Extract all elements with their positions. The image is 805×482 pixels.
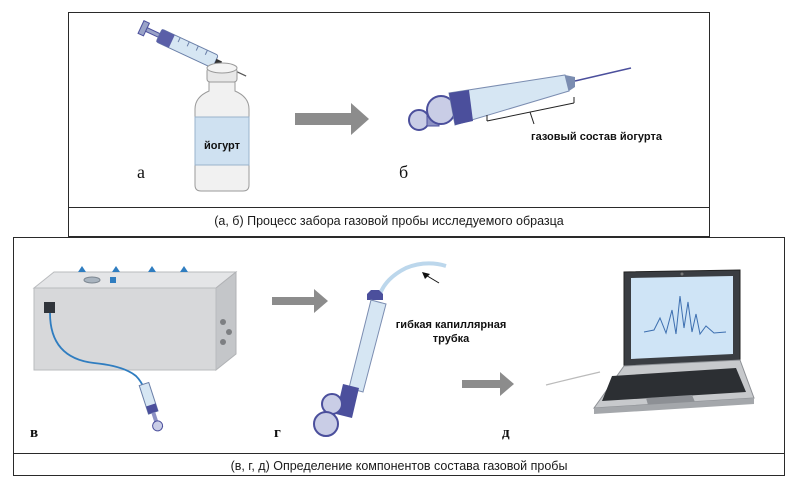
spectrum-graph-icon [643, 295, 727, 336]
analysis-illustration: в гибкая капиллярная трубка г д [30, 261, 755, 441]
arrow-right-icon [462, 372, 514, 396]
syringe-annotation: газовый состав йогурта [531, 131, 663, 143]
pointer-arrowhead [422, 272, 430, 279]
analysis-panel: в гибкая капиллярная трубка г д [13, 237, 785, 476]
laptop-cable-line [545, 371, 601, 386]
yogurt-bottle-icon [194, 62, 250, 192]
sampling-panel: йогурт а газовый состав йогурта б (а, б)… [68, 12, 710, 237]
laptop-icon [592, 269, 755, 414]
vertical-syringe-icon [313, 290, 387, 437]
label-a: а [137, 162, 145, 182]
arrow-right-icon [272, 289, 328, 313]
label-g: г [274, 425, 281, 441]
gas-analyzer-icon [32, 266, 238, 372]
bottom-caption: (в, г, д) Определение компонентов состав… [230, 459, 568, 473]
top-caption: (а, б) Процесс забора газовой пробы иссл… [214, 214, 564, 228]
gas-syringe-icon [408, 67, 632, 131]
sampling-illustration: йогурт а газовый состав йогурта б [137, 19, 663, 192]
tube-annotation-line1: гибкая капиллярная [396, 319, 507, 331]
caption-divider [14, 453, 784, 454]
small-syringe-icon [138, 381, 164, 432]
label-d: д [502, 425, 510, 441]
label-b: б [399, 162, 408, 182]
flexible-tube-line [378, 261, 447, 295]
caption-divider [69, 207, 709, 208]
tube-annotation-line2: трубка [433, 333, 470, 345]
arrow-right-icon [295, 103, 369, 135]
bottle-label: йогурт [204, 140, 241, 152]
label-v: в [30, 425, 38, 441]
